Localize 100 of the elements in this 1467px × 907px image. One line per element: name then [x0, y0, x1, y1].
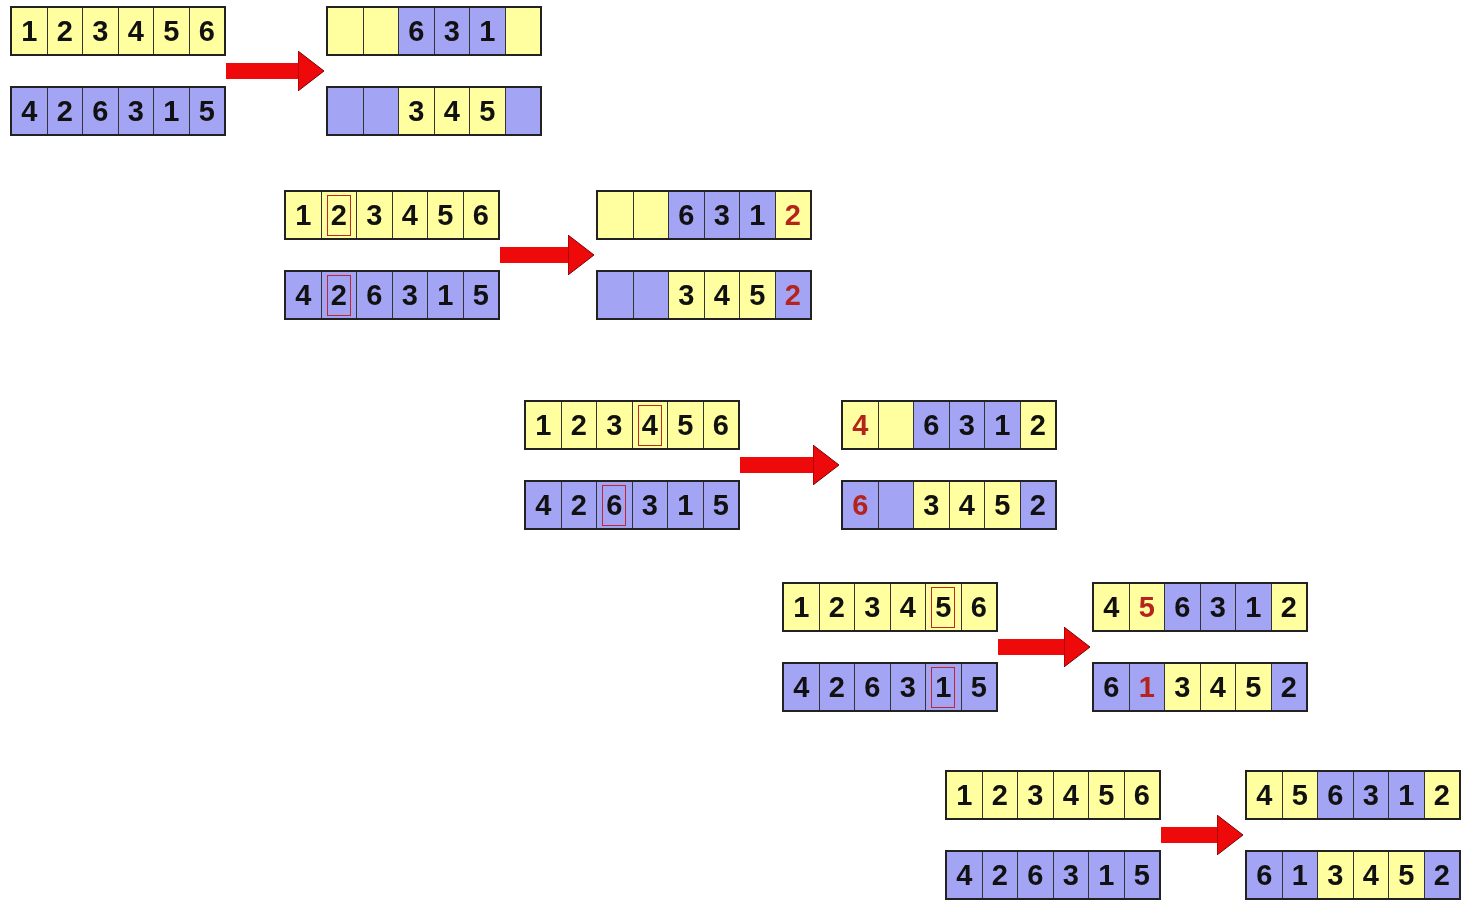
chromosome-bar	[1092, 662, 1308, 712]
gene-number: 5	[436, 197, 455, 233]
gene-cell	[526, 482, 561, 528]
gene-number: 4	[1061, 777, 1080, 813]
gene-number: 5	[1097, 777, 1116, 813]
gene-number: 1	[534, 407, 553, 443]
gene-cell	[328, 88, 363, 134]
chromosome-bar	[284, 270, 500, 320]
gene-cell	[1088, 852, 1124, 898]
gene-cell	[784, 584, 819, 630]
gene-cell	[1094, 584, 1129, 630]
gene-cell	[398, 8, 434, 54]
gene-number: 6	[711, 407, 730, 443]
gene-number: 6	[922, 407, 941, 443]
highlighted-gene-number: 1	[931, 666, 956, 708]
gene-cell	[320, 192, 356, 238]
gene-number: 6	[471, 197, 490, 233]
gene-number: 3	[1061, 857, 1080, 893]
gene-number: 6	[91, 93, 110, 129]
chromosome-bar	[1092, 582, 1308, 632]
gene-cell	[596, 482, 632, 528]
gene-number: 3	[1361, 777, 1380, 813]
gene-cell	[560, 482, 596, 528]
gene-number: 4	[898, 589, 917, 625]
gene-cell	[356, 272, 392, 318]
gene-cell	[1423, 772, 1459, 818]
gene-number: 3	[400, 277, 419, 313]
gene-number: 4	[534, 487, 553, 523]
gene-number: 5	[711, 487, 730, 523]
gene-cell	[632, 192, 668, 238]
gene-cell	[981, 772, 1017, 818]
gene-cell	[1088, 772, 1124, 818]
gene-cell	[1352, 852, 1388, 898]
gene-number: 3	[605, 407, 624, 443]
gene-cell	[362, 8, 398, 54]
chromosome-bar	[945, 850, 1161, 900]
gene-number: 1	[1290, 857, 1309, 893]
gene-cell	[1017, 852, 1053, 898]
gene-number: 3	[957, 407, 976, 443]
gene-number: 3	[442, 13, 461, 49]
gene-cell	[1128, 664, 1164, 710]
gene-cell	[286, 272, 321, 318]
gene-cell	[981, 852, 1017, 898]
gene-number: 6	[197, 13, 216, 49]
chromosome-bar	[782, 662, 998, 712]
gene-cell	[356, 192, 392, 238]
gene-number: 2	[1028, 487, 1047, 523]
gene-number: 2	[827, 589, 846, 625]
gene-number: 5	[478, 93, 497, 129]
chromosome-bar	[326, 6, 542, 56]
gene-cell	[1199, 664, 1235, 710]
gene-number: 1	[478, 13, 497, 49]
mapped-gene-number: 4	[851, 407, 870, 443]
gene-cell	[913, 402, 949, 448]
gene-number: 5	[1290, 777, 1309, 813]
gene-number: 1	[676, 487, 695, 523]
gene-cell	[960, 664, 996, 710]
gene-cell	[469, 88, 505, 134]
gene-number: 1	[955, 777, 974, 813]
gene-cell	[1281, 852, 1317, 898]
gene-cell	[398, 88, 434, 134]
gene-cell	[433, 8, 469, 54]
gene-cell	[188, 8, 224, 54]
gene-cell	[784, 664, 819, 710]
gene-number: 2	[990, 777, 1009, 813]
chromosome-bar	[841, 400, 1057, 450]
gene-cell	[1352, 772, 1388, 818]
gene-cell	[1235, 664, 1271, 710]
gene-cell	[469, 8, 505, 54]
gene-cell	[703, 272, 739, 318]
gene-cell	[391, 192, 427, 238]
gene-number: 4	[712, 277, 731, 313]
gene-cell	[739, 192, 775, 238]
gene-cell	[925, 584, 961, 630]
gene-cell	[1247, 772, 1282, 818]
gene-number: 2	[569, 407, 588, 443]
gene-number: 6	[407, 13, 426, 49]
gene-cell	[877, 402, 913, 448]
gene-number: 5	[162, 13, 181, 49]
gene-cell	[631, 402, 667, 448]
gene-number: 2	[1028, 407, 1047, 443]
gene-cell	[462, 192, 498, 238]
arrow	[500, 234, 595, 276]
gene-number: 2	[1432, 857, 1451, 893]
gene-number: 1	[20, 13, 39, 49]
gene-number: 4	[957, 487, 976, 523]
gene-cell	[1388, 772, 1424, 818]
gene-cell	[286, 192, 321, 238]
gene-cell	[1199, 584, 1235, 630]
gene-cell	[82, 8, 118, 54]
gene-cell	[391, 272, 427, 318]
mapped-gene-number: 1	[1137, 669, 1156, 705]
gene-number: 1	[1397, 777, 1416, 813]
gene-cell	[82, 88, 118, 134]
gene-number: 3	[898, 669, 917, 705]
gene-cell	[925, 664, 961, 710]
gene-cell	[948, 482, 984, 528]
gene-number: 6	[1026, 857, 1045, 893]
gene-cell	[427, 272, 463, 318]
gene-number: 6	[1173, 589, 1192, 625]
